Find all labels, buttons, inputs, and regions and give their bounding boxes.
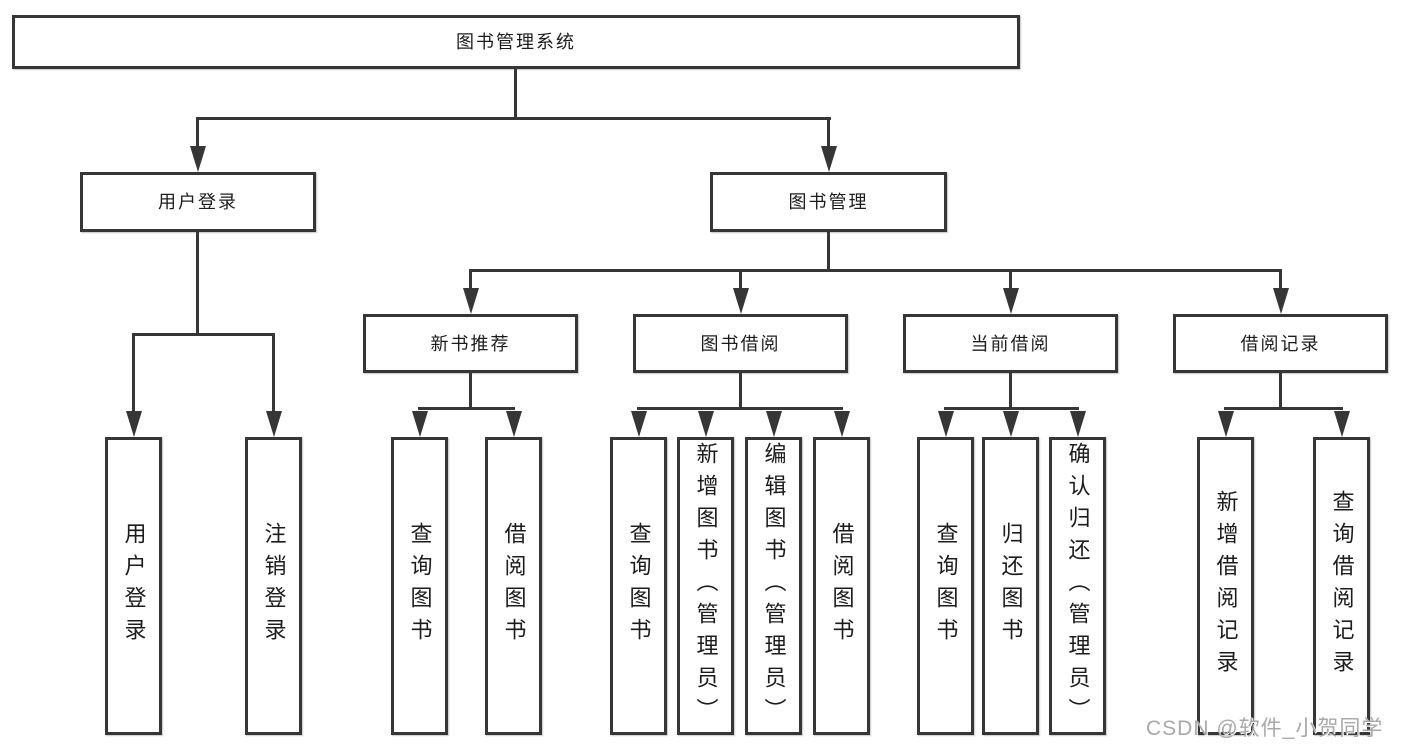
leaf-query-borrow-record: 查询借阅记录 [1313, 437, 1370, 735]
leaf-confirm-return-admin: 确认归还（管理员） [1049, 437, 1106, 735]
leaf-label: 归还图书 [998, 522, 1024, 650]
node-library-management-system: 图书管理系统 [12, 15, 1020, 69]
arrow-down-icon [1273, 288, 1289, 314]
arrow-down-icon [834, 411, 850, 437]
leaf-user-login: 用户登录 [105, 437, 162, 735]
connector-user-login-stem [196, 232, 199, 336]
arrow-down-icon [766, 411, 782, 437]
arrow-down-icon [463, 288, 479, 314]
connector-book-mgmt-branch [469, 269, 1282, 272]
connector-drop-new-books [469, 269, 472, 291]
leaf-label: 确认归还（管理员） [1065, 442, 1091, 730]
leaf-borrow-books: 借阅图书 [813, 437, 870, 735]
node-label: 借阅记录 [1240, 333, 1321, 354]
arrow-down-icon [506, 411, 522, 437]
connector-s4-stem [1279, 373, 1282, 410]
leaf-label: 新增图书（管理员） [693, 442, 719, 730]
arrow-down-icon [733, 288, 749, 314]
arrow-down-icon [938, 411, 954, 437]
leaf-label: 查询图书 [933, 522, 959, 650]
arrow-down-icon [1003, 288, 1019, 314]
csdn-watermark: CSDN @软件_小贺同学 [1146, 717, 1384, 740]
connector-user-login-branch [132, 333, 275, 336]
arrow-down-icon [1334, 411, 1350, 437]
arrow-down-icon [190, 146, 206, 172]
connector-book-mgmt-stem [827, 232, 830, 272]
leaf-label: 用户登录 [121, 522, 147, 650]
arrow-down-icon [412, 411, 428, 437]
connector-drop-login [132, 333, 135, 413]
connector-s2-stem [739, 373, 742, 410]
connector-s3-stem [1009, 373, 1012, 410]
leaf-label: 查询借阅记录 [1329, 490, 1355, 682]
node-label: 图书借阅 [700, 333, 781, 354]
leaf-query-books-recommend: 查询图书 [391, 437, 448, 735]
node-current-borrowing: 当前借阅 [903, 314, 1118, 373]
connector-drop-records [1279, 269, 1282, 291]
leaf-add-books-admin: 新增图书（管理员） [677, 437, 734, 735]
connector-root-stem [514, 69, 517, 119]
arrow-down-icon [1003, 411, 1019, 437]
connector-s2-branch [637, 407, 843, 410]
arrow-down-icon [1070, 411, 1086, 437]
arrow-down-icon [266, 411, 282, 437]
leaf-label: 借阅图书 [829, 522, 855, 650]
connector-s1-branch [418, 407, 515, 410]
leaf-logout: 注销登录 [245, 437, 302, 735]
leaf-add-borrow-record: 新增借阅记录 [1197, 437, 1254, 735]
connector-drop-logout [272, 333, 275, 413]
leaf-query-books-current: 查询图书 [917, 437, 974, 735]
arrow-down-icon [821, 146, 837, 172]
leaf-label: 查询图书 [626, 522, 652, 650]
node-label: 图书管理系统 [456, 32, 576, 52]
leaf-edit-books-admin: 编辑图书（管理员） [745, 437, 802, 735]
arrow-down-icon [126, 411, 142, 437]
connector-s1-stem [469, 373, 472, 410]
connector-s3-branch [944, 407, 1079, 410]
leaf-query-books-borrowing: 查询图书 [610, 437, 667, 735]
node-user-login: 用户登录 [80, 172, 316, 232]
arrow-down-icon [1218, 411, 1234, 437]
connector-drop-book-mgmt [827, 117, 830, 149]
node-book-management: 图书管理 [710, 172, 947, 232]
leaf-label: 编辑图书（管理员） [761, 442, 787, 730]
leaf-borrow-books-recommend: 借阅图书 [485, 437, 542, 735]
node-borrowing-records: 借阅记录 [1173, 314, 1388, 373]
leaf-label: 注销登录 [261, 522, 287, 650]
node-label: 用户登录 [158, 192, 238, 212]
connector-root-branch [196, 117, 831, 120]
node-new-book-recommend: 新书推荐 [363, 314, 578, 373]
leaf-label: 借阅图书 [501, 522, 527, 650]
arrow-down-icon [631, 411, 647, 437]
node-book-borrowing: 图书借阅 [633, 314, 848, 373]
connector-s4-branch [1224, 407, 1343, 410]
connector-drop-current [1009, 269, 1012, 291]
node-label: 图书管理 [788, 192, 869, 212]
leaf-label: 查询图书 [407, 522, 433, 650]
connector-drop-user-login [196, 117, 199, 149]
arrow-down-icon [698, 411, 714, 437]
connector-drop-borrowing [739, 269, 742, 291]
node-label: 新书推荐 [430, 333, 511, 354]
leaf-return-books: 归还图书 [982, 437, 1039, 735]
node-label: 当前借阅 [970, 333, 1051, 354]
leaf-label: 新增借阅记录 [1213, 490, 1239, 682]
